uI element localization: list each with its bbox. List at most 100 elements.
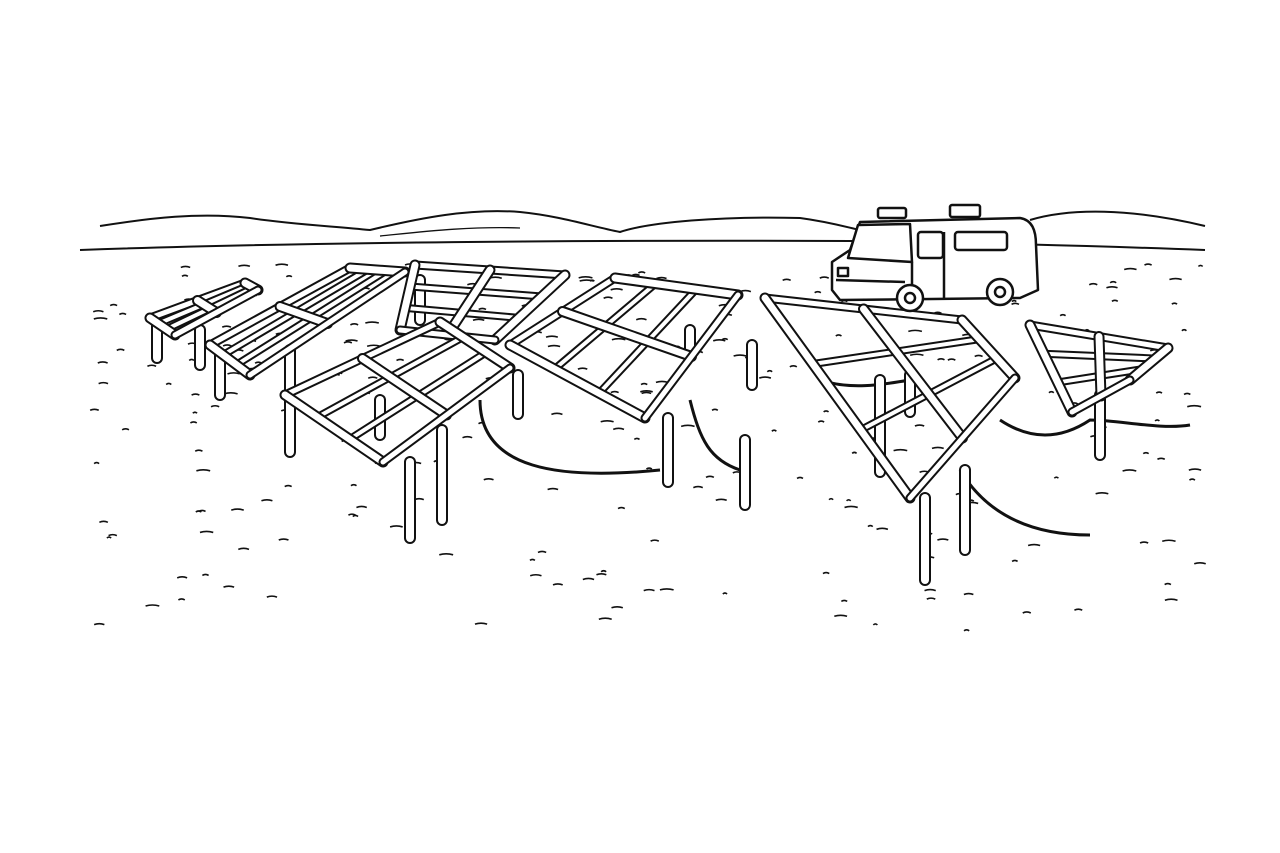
ground-speck [633,437,641,441]
ground-speck [1053,476,1059,479]
ground-speck [188,358,195,362]
ground-speck [529,558,536,562]
ground-speck [814,290,822,294]
ground-speck [1048,390,1055,394]
frame-tube [380,365,513,465]
frame-tube [958,316,1019,382]
frame-tube [276,303,331,327]
frame-tube [247,269,408,378]
ground-speck [578,276,593,279]
ground-speck [552,583,563,586]
ground-speck [1169,277,1182,281]
ground-speck [655,380,669,384]
ground-speck [823,410,830,413]
ground-speck [1155,391,1163,394]
ground-speck [914,424,925,427]
frame-tube [444,266,494,339]
ground-speck [1197,264,1204,268]
ground-speck [711,408,719,411]
ground-speck [222,344,232,347]
ground-speck [796,476,804,480]
ground-speck [99,520,109,524]
ground-speck [577,367,588,370]
ground-speck [1144,263,1153,266]
ground-speck [893,448,908,452]
ground-speck [1164,582,1172,586]
ground-speck [1181,328,1187,332]
frame-tube [346,264,409,276]
ground-speck [1139,541,1149,544]
ground-speck [109,303,118,307]
ground-speck [819,276,830,279]
ground-speck [712,339,726,342]
ground-speck [223,392,238,395]
ground-speck [278,538,289,541]
ground-speck [1142,451,1150,455]
ground-speck [1059,313,1067,317]
ground-speck [93,461,100,465]
ground-speck [194,449,203,452]
ground-speck [177,598,186,601]
frame-tube [281,391,387,466]
frame-tube [206,341,254,379]
ground-speck [547,344,561,348]
ground-speck [227,372,241,375]
ground-speck [93,317,108,320]
ground-speck [551,412,563,416]
ground-speck [759,376,772,379]
ground-speck [612,427,625,431]
ground-speck [1074,608,1083,611]
ground-speck [611,337,626,341]
solar-panel-frames [144,259,1174,586]
ground-speck [92,309,104,313]
ground-speck [937,538,949,541]
frame-tube [907,375,1018,501]
ground-speck [1123,267,1137,271]
ground-speck [640,382,648,386]
ground-speck [98,381,109,385]
ground-speck [365,321,380,324]
ground-speck [147,364,157,367]
ground-speck [118,312,127,316]
ground-speck [963,629,970,632]
ground-speck [1111,299,1119,303]
ground-speck [1187,404,1202,408]
ground-speck [350,483,357,487]
ground-speck [537,550,547,554]
ground-speck [617,506,626,510]
frame-tube [396,261,419,334]
ground-speck [1011,302,1020,306]
ground-speck [789,365,798,368]
ground-speck [181,274,189,277]
ground-speck [285,274,293,278]
ground-speck [199,530,214,534]
ground-speck [367,376,378,379]
ground-speck [582,577,595,581]
ground-speck [603,296,613,299]
ground-speck [223,585,235,588]
ground-speck [693,485,704,489]
ground-speck [348,513,356,516]
ground-speck [145,604,160,607]
ground-speck [610,390,619,394]
ground-speck [176,576,188,579]
ground-speck [93,622,105,626]
ground-speck [1122,469,1137,472]
ground-speck [908,329,923,333]
frame-tube [1126,344,1172,384]
ground-speck [610,288,623,291]
ground-speck [261,498,273,502]
ground-speck [89,408,100,412]
ground-speck [1164,598,1178,601]
ground-speck [963,592,974,596]
ground-speck [352,514,359,518]
ground-speck [439,553,454,556]
frame-tube [1095,333,1105,400]
ground-speck [840,599,848,603]
ground-speck [600,569,607,573]
ground-speck [545,335,559,338]
ground-speck [872,623,878,626]
ground-speck [721,337,729,341]
frame-tube [172,287,261,338]
ground-speck [221,325,232,328]
